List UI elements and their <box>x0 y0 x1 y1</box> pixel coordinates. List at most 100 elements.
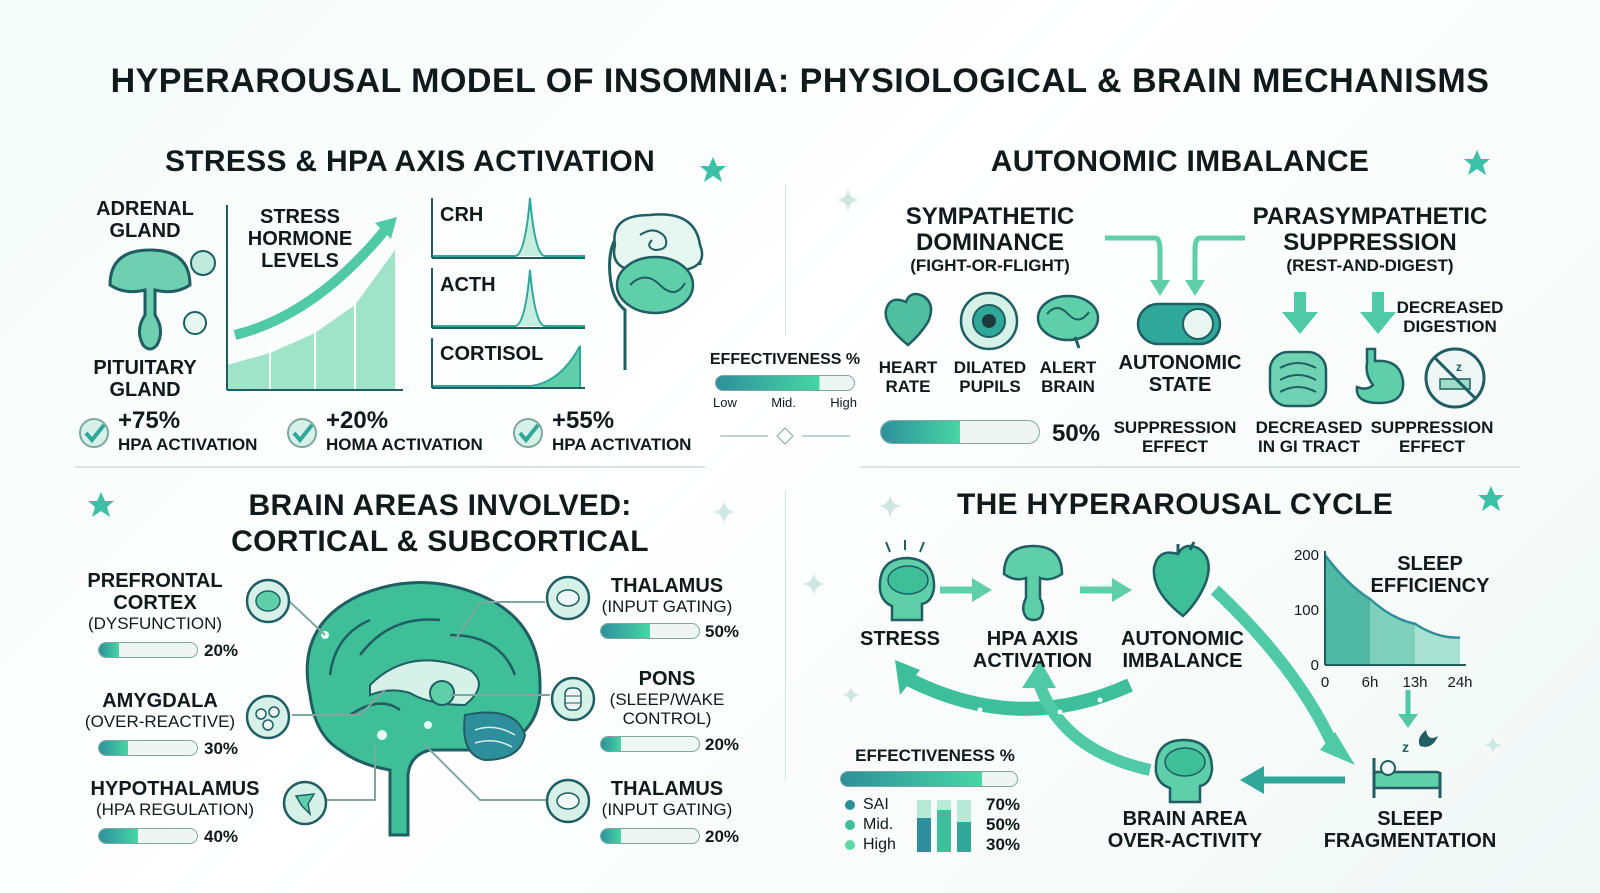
sleep-efficiency-chart: 200 100 00 6h 13h 24h <box>1294 547 1473 691</box>
divider <box>75 466 705 468</box>
amygdala-icon <box>245 694 291 740</box>
legend-value: 50% <box>986 815 1021 834</box>
sparkle-icon <box>878 494 902 518</box>
brain-icon <box>1036 294 1100 349</box>
effectiveness-title: EFFECTIVENESS % <box>855 746 1015 765</box>
stressed-head-icon <box>878 540 936 622</box>
heart-rate-label: HEART RATE <box>878 358 938 396</box>
cycle-autonomic-label: AUTONOMIC IMBALANCE <box>1121 628 1244 672</box>
decreased-digestion-label: DECREASED DIGESTION <box>1396 298 1504 336</box>
effectiveness-legend-bottom: EFFECTIVENESS % <box>840 746 1040 787</box>
down-arrow-icon <box>1282 292 1318 334</box>
area-band <box>1415 623 1460 665</box>
area-bar <box>600 623 700 639</box>
y-tick-label: 100 <box>1294 602 1319 619</box>
star-icon <box>1478 486 1504 511</box>
x-tick-label: 6h <box>1362 674 1379 691</box>
hormone-cortisol: CORTISOL <box>440 343 544 365</box>
stress-hormone-chart <box>226 205 403 391</box>
pituitary-icon <box>1002 544 1064 622</box>
cycle-section-title: THE HYPERAROUSAL CYCLE <box>956 488 1394 521</box>
stress-hormone-label: STRESS HORMONE LEVELS <box>247 206 353 272</box>
brain-head-icon <box>1154 738 1214 804</box>
stat-label: HOMA ACTIVATION <box>326 435 483 454</box>
down-arrow-icon <box>1360 292 1396 334</box>
down-arrow-icon <box>1398 690 1418 728</box>
connector-lines <box>289 601 550 801</box>
area-line <box>1324 554 1461 639</box>
area-hypothalamus: HYPOTHALAMUS (HPA REGULATION) 40% <box>70 778 328 846</box>
area-name: THALAMUS <box>610 778 724 800</box>
heart-icon <box>884 292 933 347</box>
legend-high: High <box>863 836 896 853</box>
sparkle-icon <box>712 500 736 524</box>
autonomic-section-title: AUTONOMIC IMBALANCE <box>990 145 1370 178</box>
svg-text:z: z <box>1456 360 1462 374</box>
dilated-pupils-label: DILATED PUPILS <box>953 358 1027 396</box>
area-bar <box>600 736 700 752</box>
x-tick-label: 24h <box>1447 674 1472 691</box>
brain-sagittal-icon <box>305 581 542 837</box>
legend-values: 70% 50% 30% <box>986 795 1020 855</box>
cycle-arrows <box>895 578 1355 794</box>
legend-sai: SAI <box>863 796 889 813</box>
adrenal-label: ADRENAL GLAND <box>96 198 194 242</box>
suppression-effect-label: SUPPRESSION EFFECT <box>1113 418 1237 456</box>
alert-brain-label: ALERT BRAIN <box>1039 358 1097 396</box>
area-pct: 20% <box>705 735 740 754</box>
effectiveness-gradient <box>715 375 855 391</box>
effectiveness-gradient <box>840 771 1018 787</box>
area-name: HYPOTHALAMUS <box>90 778 260 800</box>
stress-section-title: STRESS & HPA AXIS ACTIVATION <box>164 145 656 178</box>
sleep-efficiency-title: SLEEP EFFICIENCY <box>1370 553 1490 597</box>
cycle-brain-label: BRAIN AREA OVER-ACTIVITY <box>1107 808 1263 852</box>
brain-section-title: BRAIN AREAS INVOLVED: CORTICAL & SUBCORT… <box>231 489 649 558</box>
star-icon <box>1464 150 1490 175</box>
parasympathetic-title: PARASYMPATHETIC SUPPRESSION <box>1252 203 1488 256</box>
hormone-acth: ACTH <box>440 274 496 296</box>
suppression-effect-2-label: SUPPRESSION EFFECT <box>1370 418 1494 456</box>
svg-text:z: z <box>1402 739 1409 755</box>
cycle-hpa-label: HPA AXIS ACTIVATION <box>972 628 1093 672</box>
check-icon <box>79 418 109 448</box>
area-sub: (INPUT GATING) <box>601 597 733 616</box>
divider <box>860 466 1520 468</box>
sympathetic-title: SYMPATHETIC DOMINANCE <box>905 203 1075 256</box>
toggle-icon <box>1136 302 1222 346</box>
mini-bars-icon <box>917 800 971 852</box>
hormone-panels: CRH ACTH CORTISOL <box>430 197 590 393</box>
x-tick-label: 13h <box>1402 674 1427 691</box>
x-tick-label: 0 <box>1321 674 1329 691</box>
y-tick-label: 0 <box>1311 657 1319 674</box>
parasympathetic-sub: (REST-AND-DIGEST) <box>1286 256 1454 275</box>
area-sub: (OVER-REACTIVE) <box>84 712 236 731</box>
area-name: AMYGDALA <box>102 690 218 712</box>
area-pct: 40% <box>204 827 239 846</box>
area-pct: 50% <box>705 622 740 641</box>
y-tick-label: 200 <box>1294 547 1319 564</box>
head-brain-icon <box>608 213 704 370</box>
ornament-icon <box>720 427 850 445</box>
legend-value: 30% <box>986 835 1021 854</box>
divider <box>785 490 786 780</box>
stat-value: +55% <box>552 407 615 434</box>
area-pct: 20% <box>204 641 239 660</box>
stomach-icon <box>1355 347 1405 405</box>
area-bar <box>98 828 198 844</box>
heart-icon <box>1152 541 1210 618</box>
area-name: PREFRONTAL CORTEX <box>87 570 223 614</box>
effectiveness-legend-top: EFFECTIVENESS % Low Mid. High <box>705 350 865 446</box>
autonomic-percent: 50% <box>1052 420 1101 447</box>
sparkle-icon <box>1484 736 1502 754</box>
effectiveness-title: EFFECTIVENESS % <box>709 351 861 368</box>
legend-value: 70% <box>986 795 1021 814</box>
area-sub: (INPUT GATING) <box>601 800 733 819</box>
star-icon <box>88 492 114 517</box>
legend-items: SAI Mid. High <box>845 795 896 855</box>
stat-label: HPA ACTIVATION <box>552 435 692 454</box>
area-name: PONS <box>638 668 696 690</box>
area-pct: 20% <box>705 827 740 846</box>
intestine-icon <box>1268 350 1328 408</box>
sparkle-icon <box>842 686 860 704</box>
converging-arrows <box>1105 235 1245 296</box>
